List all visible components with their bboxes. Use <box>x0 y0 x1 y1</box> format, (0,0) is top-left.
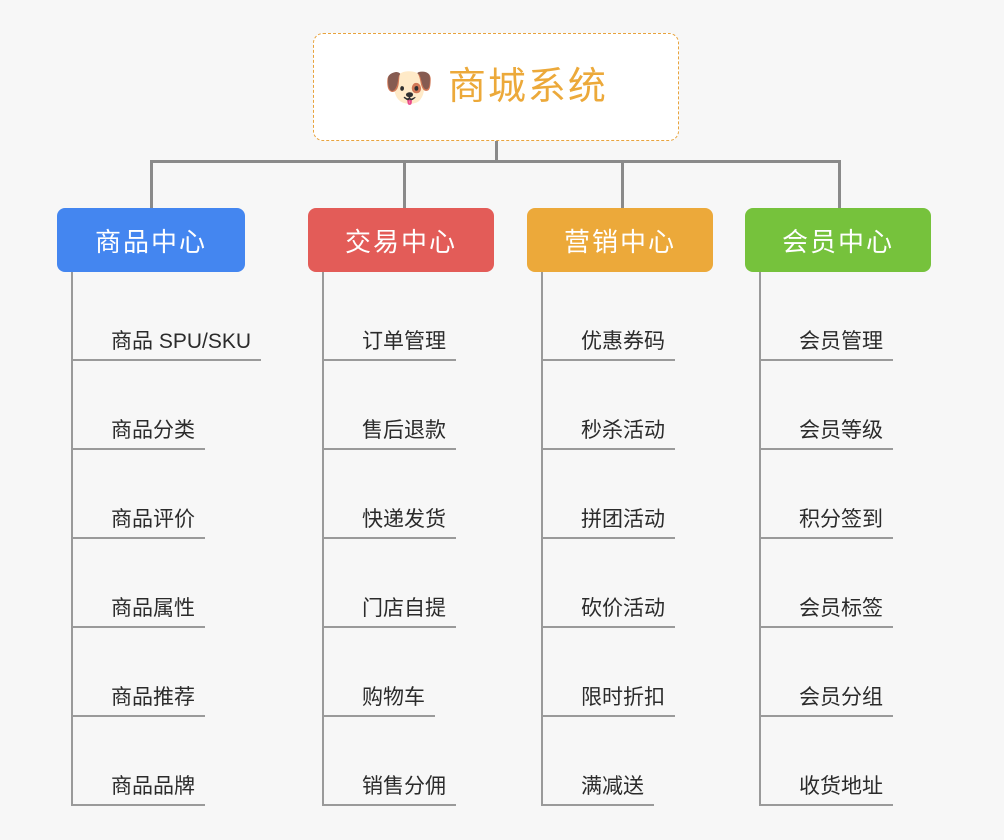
leaf-item[interactable]: 满减送 <box>543 717 713 806</box>
leaf-underline-connector <box>543 359 573 361</box>
leaf-underline-connector <box>761 448 791 450</box>
connector-drop-1 <box>150 160 153 208</box>
leaf-underline-connector <box>324 715 354 717</box>
leaf-underline-connector <box>324 537 354 539</box>
leaf-item-label: 销售分佣 <box>352 775 456 806</box>
leaf-item-label: 商品评价 <box>101 508 205 539</box>
category-box-1[interactable]: 商品中心 <box>57 208 245 272</box>
leaf-item-label: 积分签到 <box>789 508 893 539</box>
leaf-item[interactable]: 购物车 <box>324 628 494 717</box>
leaf-underline-connector <box>73 626 103 628</box>
category-box-2[interactable]: 交易中心 <box>308 208 494 272</box>
leaf-item[interactable]: 商品品牌 <box>73 717 245 806</box>
leaf-item[interactable]: 商品分类 <box>73 361 245 450</box>
leaf-underline-connector <box>324 626 354 628</box>
leaf-item[interactable]: 订单管理 <box>324 272 494 361</box>
leaf-item-label: 商品属性 <box>101 597 205 628</box>
leaf-item[interactable]: 积分签到 <box>761 450 931 539</box>
leaf-item[interactable]: 限时折扣 <box>543 628 713 717</box>
leaf-underline-connector <box>73 537 103 539</box>
leaf-underline-connector <box>324 804 354 806</box>
category-box-4[interactable]: 会员中心 <box>745 208 931 272</box>
leaf-item-label: 售后退款 <box>352 419 456 450</box>
leaf-item[interactable]: 销售分佣 <box>324 717 494 806</box>
leaf-item[interactable]: 会员等级 <box>761 361 931 450</box>
leaf-item-label: 门店自提 <box>352 597 456 628</box>
leaf-item-label: 商品分类 <box>101 419 205 450</box>
leaf-item-label: 砍价活动 <box>571 597 675 628</box>
leaf-underline-connector <box>761 626 791 628</box>
category-label: 会员中心 <box>781 226 894 257</box>
leaf-item[interactable]: 优惠券码 <box>543 272 713 361</box>
leaf-underline-connector <box>73 359 103 361</box>
leaf-item-label: 会员分组 <box>789 686 893 717</box>
connector-root-stem <box>495 141 498 162</box>
category-label: 商品中心 <box>94 226 207 257</box>
branch-column-1: 商品中心商品 SPU/SKU 商品分类商品评价商品属性商品推荐商品品牌 <box>57 208 262 806</box>
leaf-underline-connector <box>324 359 354 361</box>
leaf-underline-connector <box>761 359 791 361</box>
leaf-item-label: 购物车 <box>352 686 435 717</box>
leaf-item[interactable]: 商品属性 <box>73 539 245 628</box>
leaf-item[interactable]: 商品评价 <box>73 450 245 539</box>
connector-drop-4 <box>838 160 841 208</box>
leaf-list-1: 商品 SPU/SKU 商品分类商品评价商品属性商品推荐商品品牌 <box>71 272 262 806</box>
leaf-item[interactable]: 会员管理 <box>761 272 931 361</box>
leaf-underline-connector <box>543 448 573 450</box>
leaf-underline-connector <box>761 537 791 539</box>
leaf-item-label: 限时折扣 <box>571 686 675 717</box>
branch-column-3: 营销中心优惠券码秒杀活动拼团活动砍价活动限时折扣满减送 <box>527 208 713 806</box>
leaf-item[interactable]: 商品推荐 <box>73 628 245 717</box>
leaf-item[interactable]: 砍价活动 <box>543 539 713 628</box>
connector-drop-3 <box>621 160 624 208</box>
leaf-underline-connector <box>543 537 573 539</box>
leaf-item-label: 优惠券码 <box>571 330 675 361</box>
leaf-item-label: 会员管理 <box>789 330 893 361</box>
leaf-underline-connector <box>73 804 103 806</box>
leaf-underline-connector <box>543 715 573 717</box>
leaf-item[interactable]: 门店自提 <box>324 539 494 628</box>
category-label: 营销中心 <box>563 226 676 257</box>
leaf-list-3: 优惠券码秒杀活动拼团活动砍价活动限时折扣满减送 <box>541 272 713 806</box>
leaf-item-label: 拼团活动 <box>571 508 675 539</box>
leaf-item[interactable]: 商品 SPU/SKU <box>73 272 262 361</box>
leaf-item[interactable]: 拼团活动 <box>543 450 713 539</box>
leaf-item[interactable]: 收货地址 <box>761 717 931 806</box>
leaf-item-label: 商品品牌 <box>101 775 205 806</box>
leaf-item-label: 商品 SPU/SKU <box>101 330 262 361</box>
leaf-underline-connector <box>761 715 791 717</box>
category-box-3[interactable]: 营销中心 <box>527 208 713 272</box>
leaf-item[interactable]: 售后退款 <box>324 361 494 450</box>
branch-column-2: 交易中心订单管理售后退款快递发货门店自提购物车销售分佣 <box>308 208 494 806</box>
leaf-underline-connector <box>73 715 103 717</box>
category-label: 交易中心 <box>344 226 457 257</box>
leaf-item-label: 快递发货 <box>352 508 456 539</box>
dog-face-icon: 🐶 <box>384 66 434 110</box>
leaf-underline-connector <box>543 626 573 628</box>
leaf-item[interactable]: 会员标签 <box>761 539 931 628</box>
leaf-item-label: 秒杀活动 <box>571 419 675 450</box>
leaf-item-label: 会员标签 <box>789 597 893 628</box>
leaf-item-label: 会员等级 <box>789 419 893 450</box>
leaf-item-label: 满减送 <box>571 775 654 806</box>
leaf-underline-connector <box>761 804 791 806</box>
branch-column-4: 会员中心会员管理会员等级积分签到会员标签会员分组收货地址 <box>745 208 931 806</box>
leaf-underline-connector <box>324 448 354 450</box>
root-node-label: 商城系统 <box>447 66 608 108</box>
leaf-list-4: 会员管理会员等级积分签到会员标签会员分组收货地址 <box>759 272 931 806</box>
leaf-list-2: 订单管理售后退款快递发货门店自提购物车销售分佣 <box>322 272 494 806</box>
leaf-item-label: 商品推荐 <box>101 686 205 717</box>
leaf-item[interactable]: 秒杀活动 <box>543 361 713 450</box>
leaf-underline-connector <box>543 804 573 806</box>
connector-horizontal-bus <box>150 160 840 163</box>
leaf-item[interactable]: 会员分组 <box>761 628 931 717</box>
leaf-underline-connector <box>73 448 103 450</box>
leaf-item-label: 收货地址 <box>789 775 893 806</box>
leaf-item-label: 订单管理 <box>352 330 456 361</box>
connector-drop-2 <box>403 160 406 208</box>
root-node[interactable]: 🐶 商城系统 <box>313 33 679 141</box>
leaf-item[interactable]: 快递发货 <box>324 450 494 539</box>
